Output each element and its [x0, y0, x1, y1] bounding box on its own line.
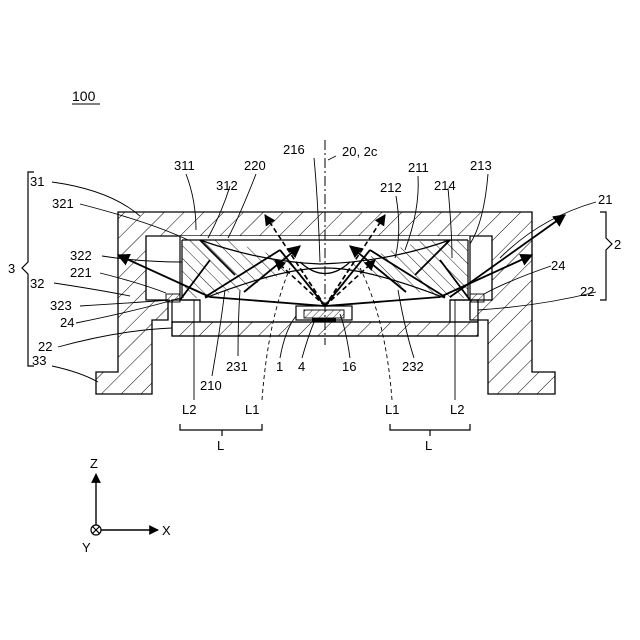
label-211: 211	[408, 160, 429, 175]
brace-L-right	[390, 424, 470, 436]
label-33: 33	[32, 353, 46, 368]
label-322: 322	[70, 248, 92, 263]
label-231: 231	[226, 359, 248, 374]
label-4: 4	[298, 359, 305, 374]
label-220: 220	[244, 158, 266, 173]
label-216: 216	[283, 142, 305, 157]
label-3: 3	[8, 261, 15, 276]
label-210: 210	[200, 378, 222, 393]
label-214: 214	[434, 178, 456, 193]
adhesive-left	[166, 294, 180, 302]
axes-indicator: Z X Y	[82, 456, 171, 555]
label-24-left: 24	[60, 315, 74, 330]
label-232: 232	[402, 359, 424, 374]
label-L2-left: L2	[182, 402, 196, 417]
axis-z-label: Z	[90, 456, 98, 471]
label-L1-left: L1	[245, 402, 259, 417]
label-32: 32	[30, 276, 44, 291]
figure-number: 100	[72, 88, 100, 104]
svg-text:100: 100	[72, 88, 96, 104]
brace-2	[600, 212, 612, 300]
label-31: 31	[30, 174, 44, 189]
brace-3	[22, 172, 34, 366]
label-21: 21	[598, 192, 612, 207]
label-311: 311	[174, 158, 195, 173]
label-323: 323	[50, 298, 72, 313]
label-321: 321	[52, 196, 74, 211]
label-22-right: 22	[580, 284, 594, 299]
label-1: 1	[276, 359, 283, 374]
label-16: 16	[342, 359, 356, 374]
label-20: 20, 2c	[342, 144, 378, 159]
light-source	[296, 306, 352, 322]
label-312: 312	[216, 178, 238, 193]
adhesive-right	[470, 294, 484, 302]
brace-L-left	[180, 424, 262, 436]
label-L1-right: L1	[385, 402, 399, 417]
label-24-right: 24	[551, 258, 565, 273]
label-2: 2	[614, 237, 621, 252]
label-22-left: 22	[38, 339, 52, 354]
label-213: 213	[470, 158, 492, 173]
axis-x-label: X	[162, 523, 171, 538]
axis-y-label: Y	[82, 540, 91, 555]
label-221: 221	[70, 265, 92, 280]
label-L-right: L	[425, 438, 432, 453]
label-L-left: L	[217, 438, 224, 453]
label-212: 212	[380, 180, 402, 195]
label-L2-right: L2	[450, 402, 464, 417]
